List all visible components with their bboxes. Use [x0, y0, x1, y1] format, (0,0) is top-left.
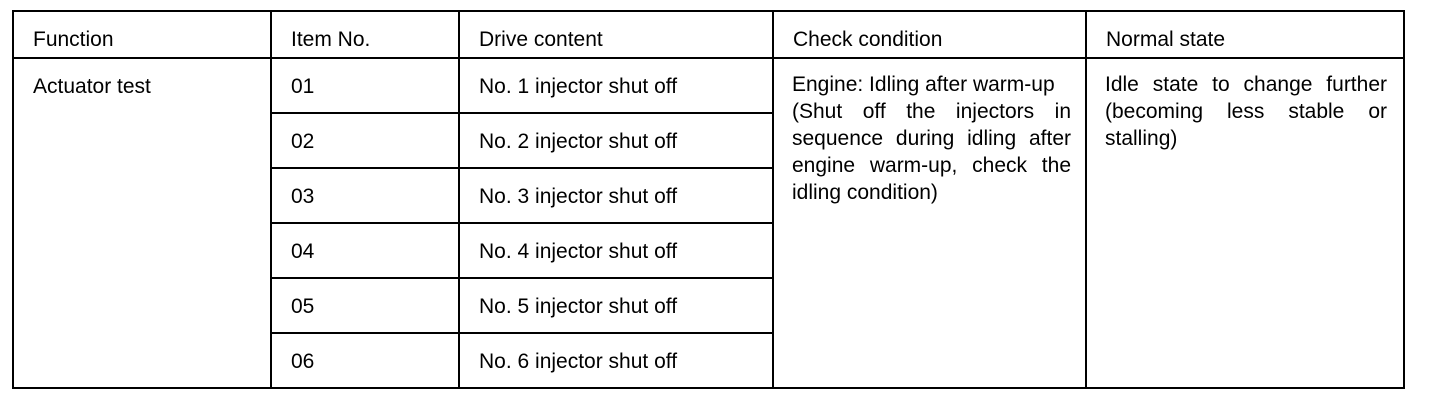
table-row: 04 No. 4 injector shut off — [13, 222, 1404, 279]
item-no-value: 01 — [291, 75, 315, 98]
drive-content-value: No. 4 injector shut off — [479, 240, 678, 263]
cell-item-no: 03 — [270, 167, 460, 224]
drive-content-value: No. 2 injector shut off — [479, 130, 678, 153]
column-header-normal-state: Normal state — [1085, 10, 1405, 59]
table-row: 03 No. 3 injector shut off — [13, 167, 1404, 224]
normal-state-block: Idle state to change further (becoming l… — [1087, 59, 1403, 152]
item-no-value: 02 — [291, 130, 315, 153]
column-header-drive-content: Drive content — [458, 10, 774, 59]
cell-function-actuator-test: Actuator test — [12, 57, 272, 389]
column-header-function-label: Function — [33, 28, 114, 51]
item-no-value: 03 — [291, 185, 315, 208]
normal-state-line-1: Idle state to change further (becoming l… — [1105, 73, 1387, 150]
cell-drive-content: No. 4 injector shut off — [458, 222, 774, 279]
cell-item-no: 02 — [270, 112, 460, 169]
cell-item-no: 05 — [270, 277, 460, 334]
table-row: Actuator test 01 No. 1 injector shut off… — [12, 57, 1405, 389]
cell-item-no: 06 — [270, 332, 460, 389]
column-header-check-condition-label: Check condition — [793, 28, 943, 51]
column-header-check-condition: Check condition — [772, 10, 1087, 59]
drive-content-value: No. 1 injector shut off — [479, 75, 678, 98]
column-header-drive-content-label: Drive content — [479, 28, 603, 51]
column-header-normal-state-label: Normal state — [1106, 28, 1226, 51]
drive-content-value: No. 5 injector shut off — [479, 295, 678, 318]
table-row: 05 No. 5 injector shut off — [13, 277, 1404, 334]
cell-drive-content: No. 3 injector shut off — [458, 167, 774, 224]
table-header-row: Function Item No. Drive content Check co… — [12, 10, 1405, 59]
cell-drive-content: No. 5 injector shut off — [458, 277, 774, 334]
check-condition-line-1: Engine: Idling after warm-up — [792, 73, 1055, 96]
table-row: 06 No. 6 injector shut off — [13, 332, 1404, 389]
cell-item-no: 01 — [270, 57, 460, 114]
column-header-function: Function — [12, 10, 272, 59]
column-header-item-no: Item No. — [270, 10, 460, 59]
table-row: 02 No. 2 injector shut off — [13, 112, 1404, 169]
drive-content-value: No. 6 injector shut off — [479, 350, 678, 373]
item-no-value: 05 — [291, 295, 315, 318]
cell-check-condition: Engine: Idling after warm-up (Shut off t… — [772, 57, 1087, 389]
item-no-value: 04 — [291, 240, 315, 263]
drive-content-value: No. 3 injector shut off — [479, 185, 678, 208]
actuator-test-table: Function Item No. Drive content Check co… — [12, 10, 1405, 389]
item-no-value: 06 — [291, 350, 315, 373]
cell-item-no: 04 — [270, 222, 460, 279]
check-condition-line-2: (Shut off the injectors in sequence duri… — [792, 100, 1071, 204]
column-header-item-no-label: Item No. — [291, 28, 371, 51]
function-label: Actuator test — [33, 75, 151, 98]
cell-drive-content: No. 6 injector shut off — [458, 332, 774, 389]
check-condition-block: Engine: Idling after warm-up (Shut off t… — [774, 59, 1085, 206]
cell-normal-state: Idle state to change further (becoming l… — [1085, 57, 1405, 389]
cell-drive-content: No. 1 injector shut off — [458, 57, 774, 114]
cell-drive-content: No. 2 injector shut off — [458, 112, 774, 169]
